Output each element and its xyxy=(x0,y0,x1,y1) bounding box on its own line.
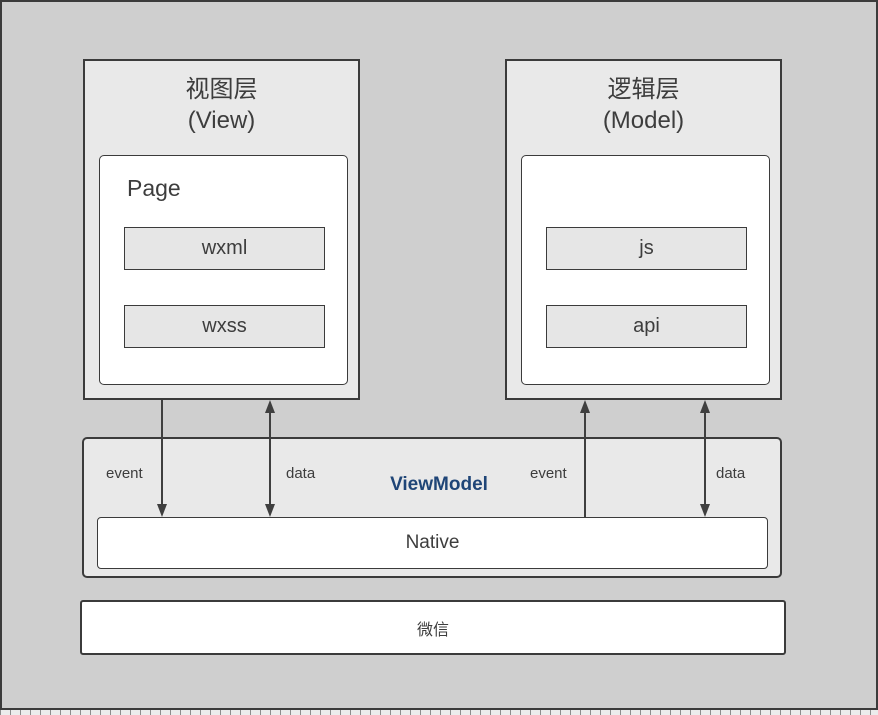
wxml-chip: wxml xyxy=(124,227,325,270)
model-layer-title-en: (Model) xyxy=(602,107,685,134)
view-layer-title-en: (View) xyxy=(187,107,256,134)
view-layer-title-zh: 视图层 xyxy=(185,76,258,103)
bottom-ruler-strip xyxy=(0,710,878,715)
view-data-label: data xyxy=(286,465,316,482)
logic-panel: js api xyxy=(521,155,770,385)
wechat-platform-box: 微信 xyxy=(80,600,786,655)
view-event-label: event xyxy=(106,465,143,482)
api-chip: api xyxy=(546,305,747,348)
model-layer-title-zh: 逻辑层 xyxy=(607,76,680,103)
model-event-label: event xyxy=(530,465,567,482)
page-label: Page xyxy=(127,175,181,201)
model-layer-box: 逻辑层 (Model) js api xyxy=(505,59,782,400)
wxss-chip: wxss xyxy=(124,305,325,348)
view-layer-box: 视图层 (View) Page wxml wxss xyxy=(83,59,360,400)
model-data-label: data xyxy=(716,465,746,482)
native-box: Native xyxy=(97,517,768,569)
js-chip: js xyxy=(546,227,747,270)
viewmodel-title: ViewModel xyxy=(390,474,488,495)
model-layer-title: 逻辑层 (Model) xyxy=(507,61,780,136)
view-layer-title: 视图层 (View) xyxy=(85,61,358,136)
page-panel: Page wxml wxss xyxy=(99,155,348,385)
